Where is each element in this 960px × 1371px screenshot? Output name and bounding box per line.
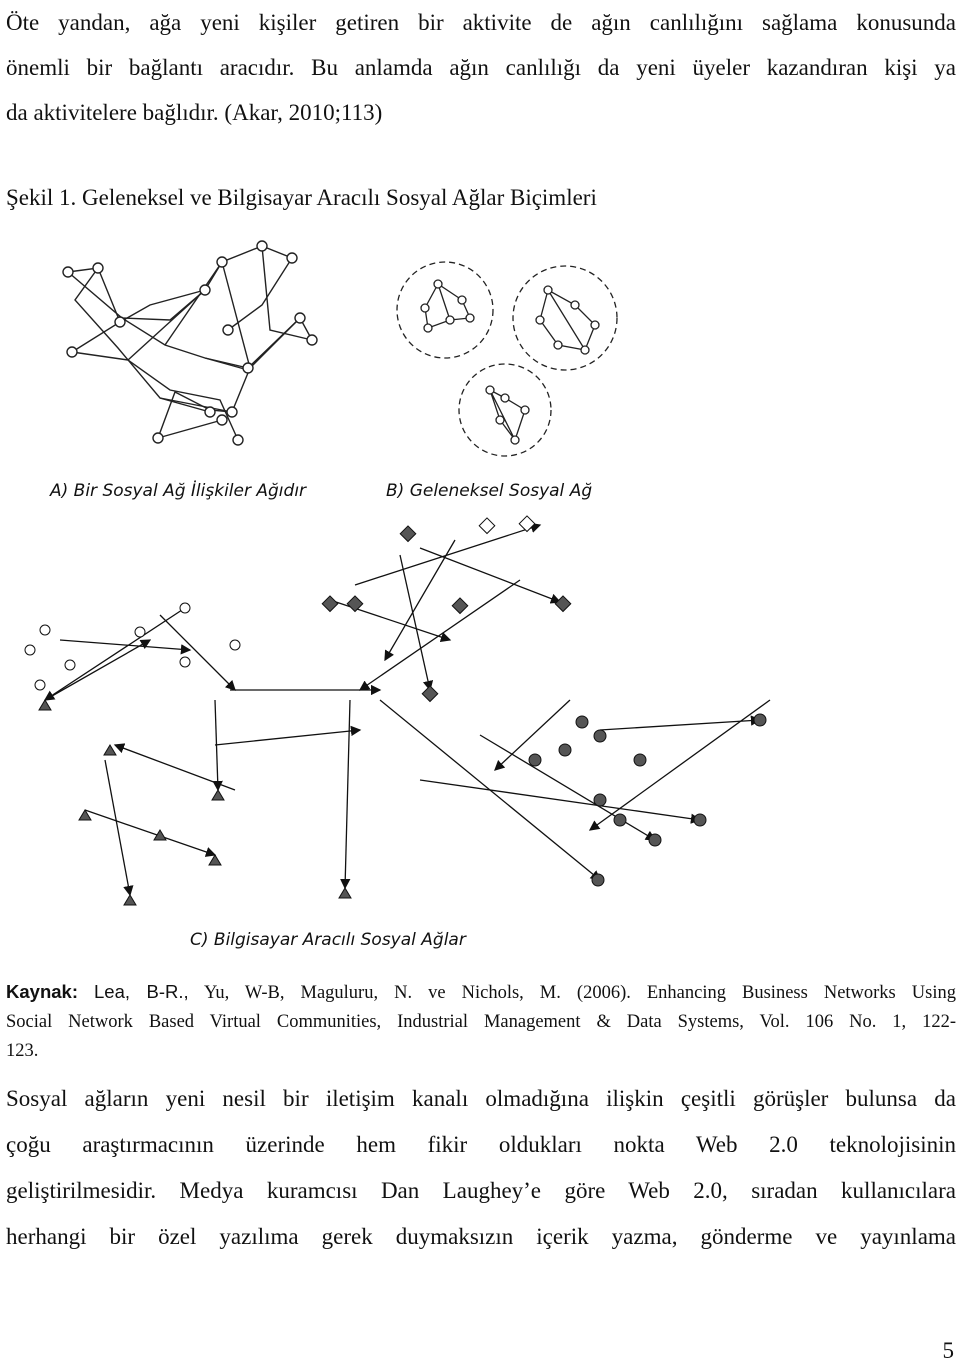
intro-paragraph: Öte yandan, ağa yeni kişiler getiren bir… [6,0,956,135]
panel-a-network [62,240,318,446]
panel-c-network [43,522,771,897]
source-label: Kaynak: [6,981,78,1002]
panel-a-label: A) Bir Sosyal Ağ İlişkiler Ağıdır [49,480,307,501]
network-figure: A) Bir Sosyal Ağ İlişkiler Ağıdır B) Gel… [24,240,771,950]
source-line2: Social Network Based Virtual Communities… [6,1012,956,1032]
body-line: geliştirilmesidir. Medya kuramcısı Dan L… [6,1178,956,1203]
body-line: herhangi bir özel yazılıma gerek duymaks… [6,1224,956,1249]
panel-b-network [396,261,618,457]
intro-line: Öte yandan, ağa yeni kişiler getiren bir… [6,10,956,35]
body-line: çoğu araştırmacının üzerinde hem fikir o… [6,1132,956,1157]
source-line3: 123. [6,1041,39,1061]
source-authors: Lea, B-R., [94,981,189,1002]
source-citation: Kaynak: Lea, B-R., Yu, W-B, Maguluru, N.… [6,977,956,1066]
panel-c-nodes [24,515,767,906]
intro-line: önemli bir bağlantı aracıdır. Bu anlamda… [6,55,956,80]
page-number: 5 [942,1338,955,1363]
body-line: Sosyal ağların yeni nesil bir iletişim k… [6,1086,956,1111]
panel-b-label: B) Geleneksel Sosyal Ağ [386,481,592,501]
body-paragraph: Sosyal ağların yeni nesil bir iletişim k… [6,1076,956,1260]
source-line1: Yu, W-B, Maguluru, N. ve Nichols, M. (20… [204,983,956,1003]
panel-c-label: C) Bilgisayar Aracılı Sosyal Ağlar [190,930,467,950]
figure-caption: Şekil 1. Geleneksel ve Bilgisayar Aracıl… [6,185,597,210]
intro-line: da aktivitelere bağlıdır. (Akar, 2010;11… [6,100,383,125]
